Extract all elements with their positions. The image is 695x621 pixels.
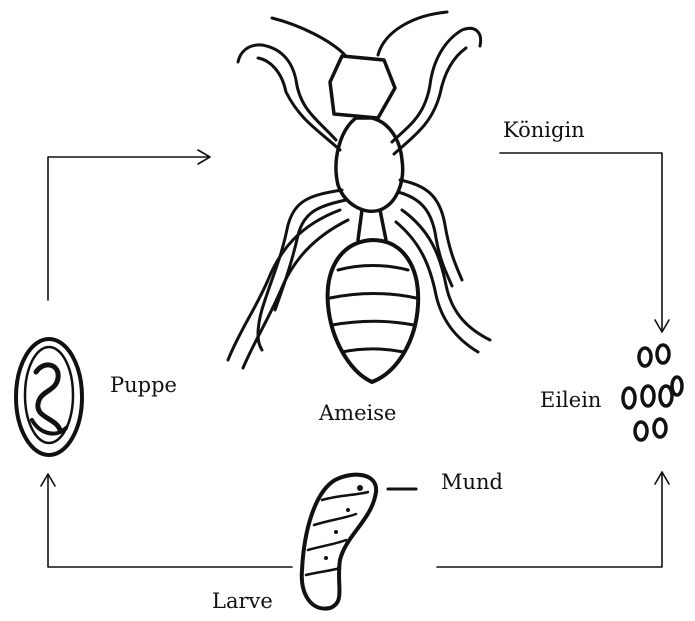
larva-segment-4 — [306, 568, 340, 575]
front-leg-right — [392, 28, 481, 142]
larva-spot — [324, 556, 328, 560]
larva-illustration — [302, 475, 376, 609]
egg — [635, 422, 647, 440]
front-leg-left-inner — [258, 58, 340, 150]
arrow-queen-to-eggs — [500, 153, 662, 330]
abdomen-band-2 — [330, 294, 416, 299]
front-leg-right-inner — [394, 48, 466, 154]
egg — [660, 386, 672, 406]
ant-thorax — [336, 118, 403, 211]
pupa-body — [36, 365, 60, 430]
egg — [657, 345, 669, 363]
larva-segment-3 — [308, 540, 346, 550]
abdomen-band-4 — [342, 349, 404, 352]
larva-mouth — [357, 485, 363, 491]
ant-illustration — [228, 12, 490, 382]
ant-head — [330, 56, 395, 118]
antenna-left — [272, 18, 345, 55]
ant-petiole — [358, 210, 386, 240]
abdomen-band-3 — [332, 321, 414, 325]
label-ant: Ameise — [319, 401, 396, 425]
pupa-illustration — [16, 339, 82, 455]
egg — [639, 348, 651, 366]
arrow-larva-to-pupa — [48, 474, 292, 567]
larva-spot — [334, 530, 338, 534]
larva-spot — [346, 508, 350, 512]
larva-segment-2 — [314, 514, 356, 525]
egg — [672, 377, 682, 395]
cycle-arrows — [41, 150, 669, 567]
egg — [654, 419, 666, 437]
antenna-right — [378, 12, 447, 55]
eggs-illustration — [623, 345, 682, 440]
label-larva: Larve — [212, 589, 273, 613]
label-queen: Königin — [503, 118, 585, 142]
egg — [623, 388, 635, 408]
larva-segment-1 — [322, 492, 368, 500]
label-pupa: Puppe — [110, 373, 177, 397]
abdomen-band-1 — [338, 266, 408, 271]
egg — [642, 386, 654, 406]
label-eggs: Eilein — [540, 388, 601, 412]
ant-abdomen — [328, 240, 419, 382]
middle-leg-left-inner — [275, 200, 346, 310]
label-mouth: Mund — [441, 470, 503, 494]
arrow-pupa-to-ant — [48, 157, 208, 300]
